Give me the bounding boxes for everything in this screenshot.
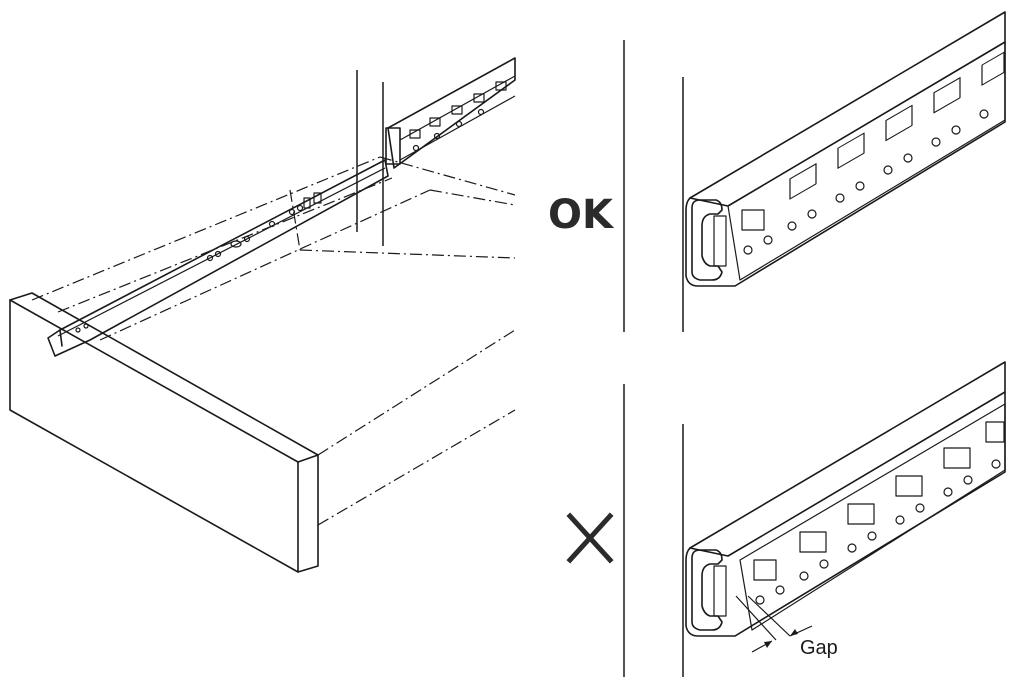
x-mark-icon xyxy=(566,512,614,564)
rail-slots-incorrect xyxy=(753,421,1005,581)
drawer-front-panel xyxy=(9,292,319,573)
gap-indicator xyxy=(735,595,813,653)
gap-label: Gap xyxy=(800,637,838,659)
drawer-box-outline xyxy=(31,156,516,526)
drawer-side-rail xyxy=(47,159,389,357)
rail-detail-correct xyxy=(685,11,1006,287)
cabinet-rail xyxy=(385,57,516,169)
rail-slots-correct xyxy=(741,51,1005,231)
drawer-assembly xyxy=(9,57,516,573)
ok-label: OK xyxy=(548,192,615,238)
rail-holes-correct xyxy=(743,109,989,255)
rail-detail-incorrect: Gap xyxy=(685,361,1006,659)
rail-holes-incorrect xyxy=(755,459,1001,605)
